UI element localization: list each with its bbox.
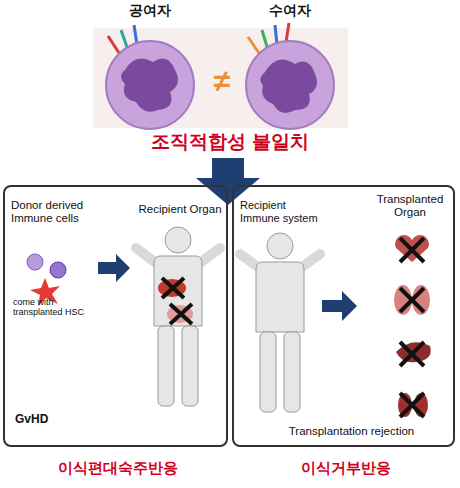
figure-leg — [158, 326, 174, 406]
receptor — [275, 25, 277, 45]
attack-arrow — [98, 254, 130, 282]
cross-mark — [170, 304, 192, 324]
panel-text: Recipient Immune system — [240, 199, 324, 224]
cell-nucleus — [121, 58, 178, 111]
down-arrow — [196, 158, 260, 205]
figure-label: 수여자 — [255, 2, 325, 18]
cross-mark — [400, 238, 424, 262]
figure-body — [154, 256, 202, 326]
intestine-organ — [167, 305, 193, 323]
cell-nucleus — [260, 60, 317, 113]
figure-leg — [182, 326, 198, 406]
cross-mark — [162, 278, 184, 298]
cell-panel — [93, 28, 348, 128]
panel-box: Recipient Immune system Transplanted Orga… — [232, 185, 455, 447]
panel-heading: 이식편대숙주반응 — [5, 459, 230, 476]
figure-leg — [260, 332, 276, 412]
cross-mark — [400, 342, 424, 366]
recipient-cell — [246, 41, 334, 129]
figure-label: 공여자 — [115, 2, 185, 18]
panel-text: Transplanted Organ — [366, 193, 454, 219]
panel-text: GvHD — [15, 413, 95, 427]
panel-heading: 이식거부반응 — [234, 459, 457, 476]
immune-cell — [27, 254, 43, 270]
receptor — [134, 25, 137, 45]
liver-organ — [158, 279, 186, 297]
figure-body — [256, 262, 304, 332]
cross-mark — [400, 288, 424, 312]
figure-leg — [284, 332, 300, 412]
figure-head — [165, 227, 191, 253]
donor-cell — [106, 41, 194, 129]
panel-text: Transplantation rejection — [254, 425, 449, 438]
figure-label: 조직적합성 불일치 — [60, 131, 400, 153]
panel-text: Donor derived Immune cells — [11, 199, 93, 225]
immune-cell — [50, 262, 66, 278]
figure-head — [267, 233, 293, 259]
cross-mark — [400, 393, 424, 417]
panel-box: Donor derived Immune cells come with tran… — [3, 185, 228, 447]
panel-text: come with transplanted HSC — [13, 297, 95, 318]
reject-arrow — [322, 291, 357, 321]
heart-organ — [395, 235, 429, 262]
receptor — [286, 23, 289, 42]
figure-label: ≠ — [202, 64, 242, 99]
panel-text: Recipient Organ — [135, 203, 225, 216]
